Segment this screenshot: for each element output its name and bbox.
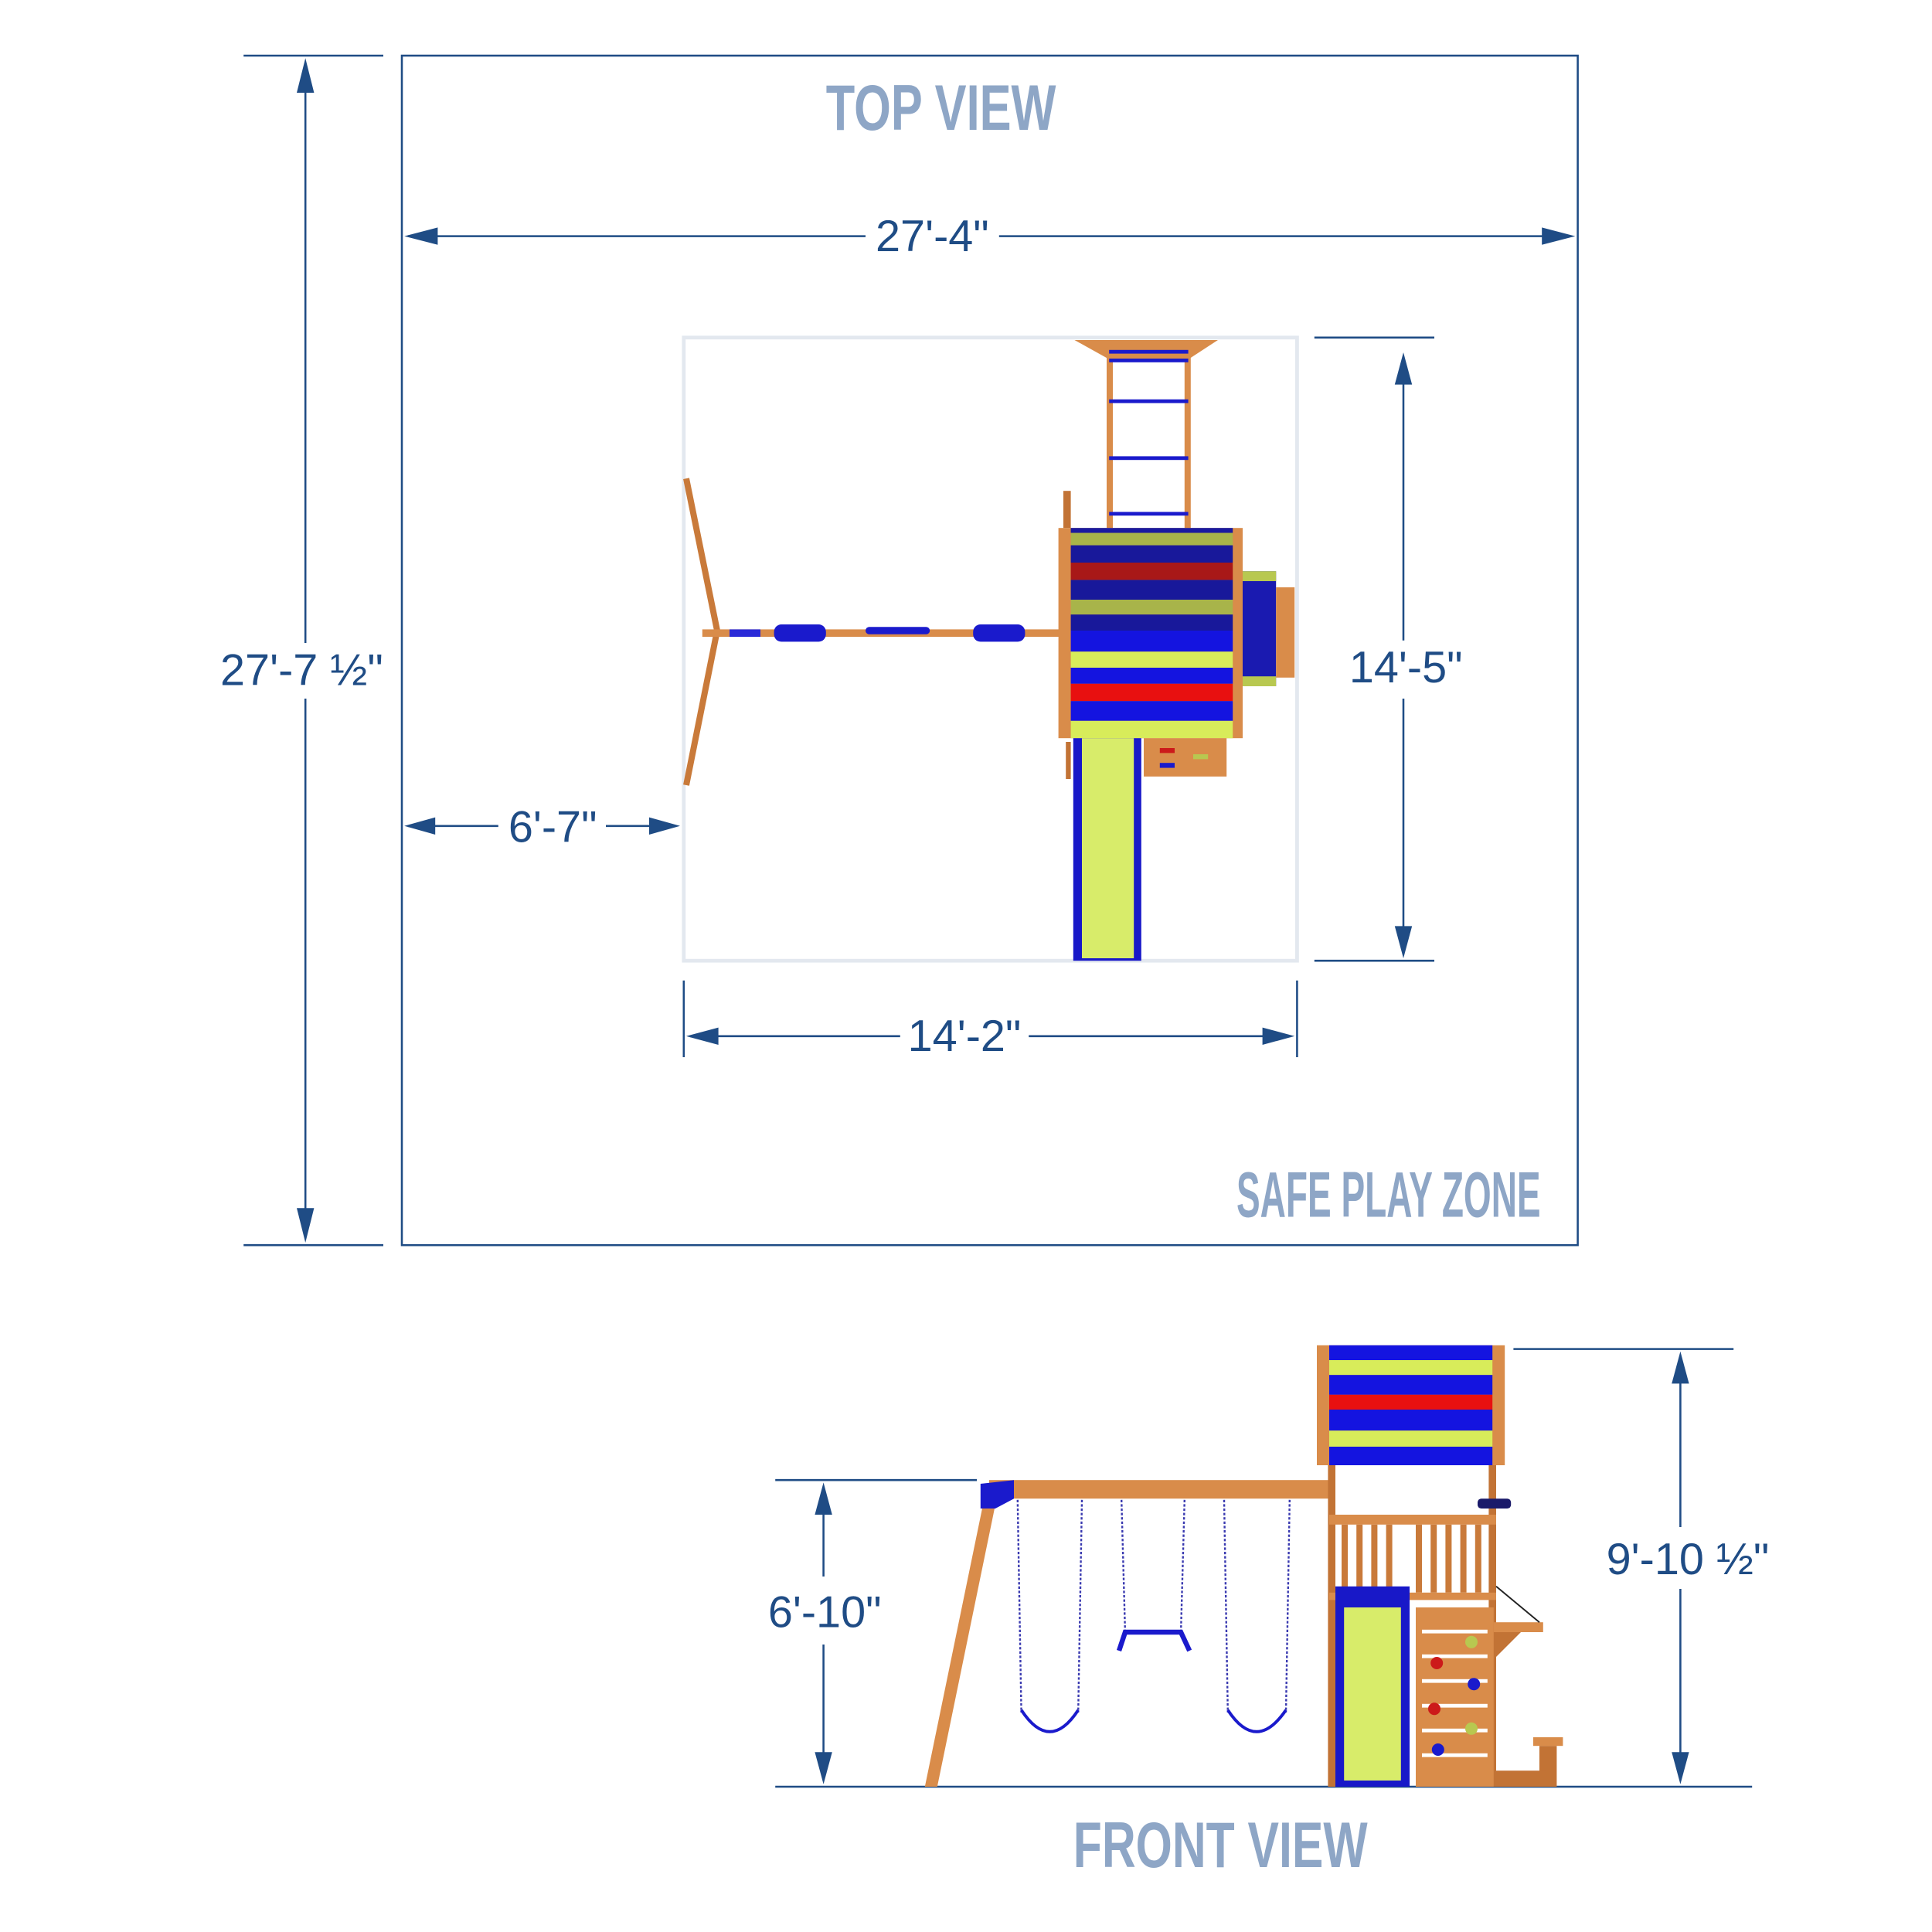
side-clearance-dimension: 6'-7" bbox=[404, 803, 680, 852]
zone-depth-label: 27'-7 ½" bbox=[220, 645, 383, 695]
safe-play-zone-label: SAFE PLAY ZONE bbox=[1236, 1158, 1541, 1230]
swing-beam-height-label: 6'-10" bbox=[768, 1588, 882, 1638]
arrow-right-icon bbox=[649, 817, 680, 835]
top-view-title: TOP VIEW bbox=[826, 72, 1056, 144]
front-view: FRONT VIEW 6'-10" 9'-10 ½" bbox=[768, 1345, 1770, 1881]
overall-height-label: 9'-10 ½" bbox=[1607, 1535, 1770, 1584]
arrow-up-icon bbox=[1394, 352, 1413, 385]
set-width-dimension: 14'-2" bbox=[682, 980, 1298, 1061]
arrow-right-icon bbox=[1262, 1027, 1295, 1045]
arrow-left-icon bbox=[404, 227, 438, 245]
front-view-title: FRONT VIEW bbox=[1073, 1809, 1368, 1881]
set-depth-label: 14'-5" bbox=[1349, 643, 1463, 692]
playset-footprint-box bbox=[682, 335, 1299, 963]
zone-width-dimension: 27'-4" bbox=[404, 212, 1576, 261]
arrow-left-icon bbox=[404, 817, 436, 835]
zone-depth-dimension: 27'-7 ½" bbox=[220, 54, 383, 1247]
side-clearance-label: 6'-7" bbox=[509, 803, 597, 852]
arrow-down-icon bbox=[815, 1752, 832, 1784]
arrow-down-icon bbox=[1394, 926, 1413, 958]
roof-stripes bbox=[1070, 528, 1233, 739]
arrow-right-icon bbox=[1542, 227, 1576, 245]
arrow-down-icon bbox=[297, 1208, 315, 1243]
overall-height-dimension: 9'-10 ½" bbox=[1513, 1348, 1770, 1784]
top-view: TOP VIEW SAFE PLAY ZONE 27'-7 ½" 27'-4" bbox=[220, 54, 1579, 1247]
climbing-wall bbox=[1416, 1607, 1494, 1787]
arrow-up-icon bbox=[1672, 1351, 1689, 1384]
zone-width-label: 27'-4" bbox=[876, 212, 989, 261]
playset-top-illustration bbox=[683, 340, 1295, 961]
arrow-up-icon bbox=[297, 58, 315, 93]
set-width-label: 14'-2" bbox=[908, 1012, 1022, 1061]
arrow-down-icon bbox=[1672, 1752, 1689, 1784]
playset-front-illustration bbox=[924, 1345, 1563, 1787]
front-roof-stripes bbox=[1329, 1345, 1493, 1465]
arrow-up-icon bbox=[815, 1482, 832, 1515]
swing-beam-height-dimension: 6'-10" bbox=[768, 1478, 977, 1784]
safe-play-zone-box bbox=[400, 54, 1579, 1247]
set-depth-dimension: 14'-5" bbox=[1314, 336, 1463, 962]
arrow-left-icon bbox=[686, 1027, 719, 1045]
